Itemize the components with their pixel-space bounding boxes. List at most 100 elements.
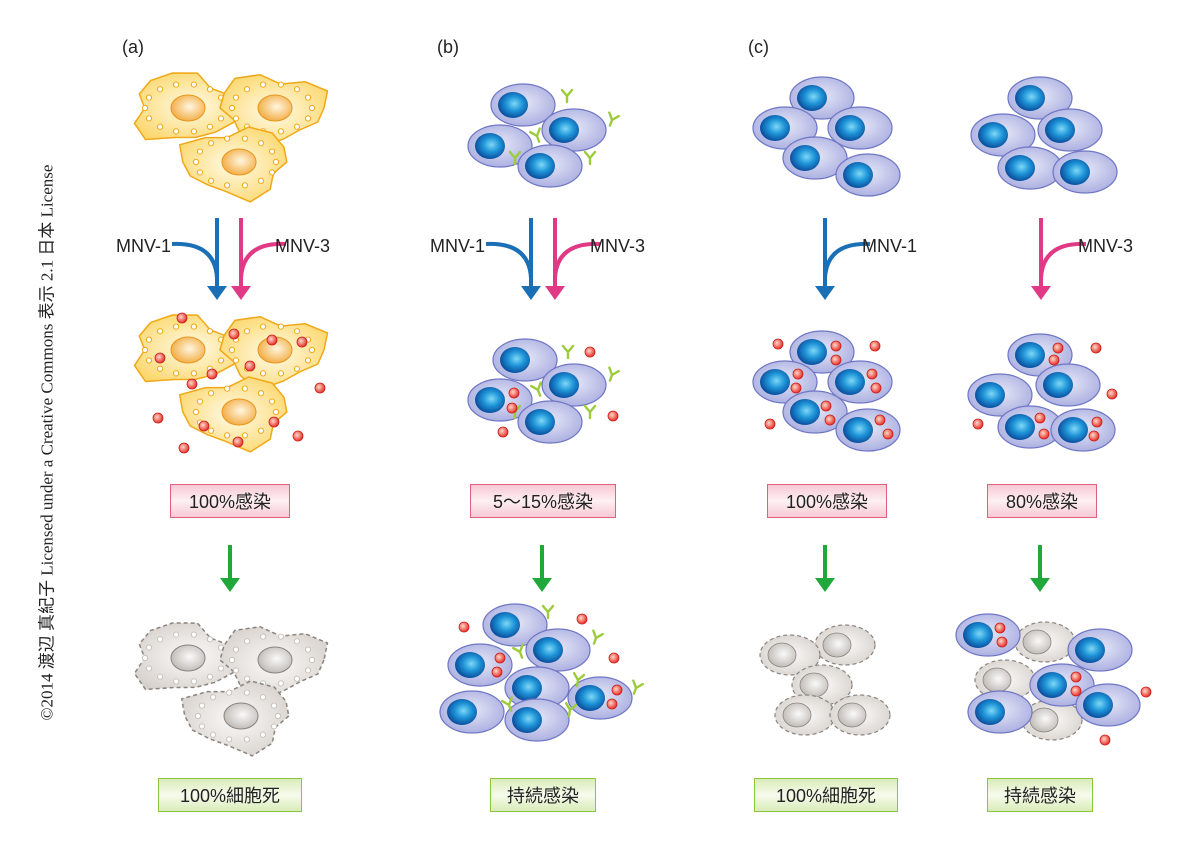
nucleus bbox=[549, 117, 579, 143]
vesicle bbox=[156, 673, 164, 680]
vesicle bbox=[141, 104, 149, 112]
nucleus bbox=[170, 644, 206, 672]
norovirus-particle bbox=[506, 402, 518, 414]
dead-b-cell bbox=[814, 624, 876, 666]
vesicle bbox=[156, 328, 164, 335]
vesicle bbox=[145, 357, 153, 364]
vesicle bbox=[223, 135, 231, 142]
antibody-shape bbox=[501, 696, 513, 712]
b-cell bbox=[490, 83, 556, 127]
norovirus-particle bbox=[198, 420, 210, 432]
green-arrow-3-head bbox=[1030, 578, 1050, 592]
norovirus-particle bbox=[576, 613, 588, 625]
vesicle bbox=[274, 712, 282, 720]
norovirus-particle bbox=[1091, 416, 1103, 428]
vesicle bbox=[217, 357, 225, 364]
vesicle bbox=[241, 432, 249, 439]
norovirus-particle bbox=[830, 340, 842, 352]
norovirus-particle bbox=[1034, 412, 1046, 424]
vesicle bbox=[304, 115, 312, 122]
norovirus-particle bbox=[491, 666, 503, 678]
vesicle bbox=[207, 140, 215, 147]
green-arrow-2-head bbox=[815, 578, 835, 592]
b-cell bbox=[967, 690, 1033, 734]
nucleus bbox=[257, 646, 293, 674]
mnv1-arrow-a-curve bbox=[171, 241, 219, 279]
nucleus bbox=[455, 652, 485, 678]
norovirus-particle bbox=[824, 414, 836, 426]
nucleus bbox=[221, 148, 257, 176]
vesicle bbox=[225, 736, 233, 743]
nucleus bbox=[1043, 372, 1073, 398]
b-cell bbox=[1035, 363, 1101, 407]
antibody-shape bbox=[560, 88, 574, 104]
vesicle bbox=[209, 731, 217, 738]
dead-b-cell bbox=[1014, 621, 1076, 663]
norovirus-particle bbox=[494, 652, 506, 664]
vesicle bbox=[145, 94, 153, 101]
vesicle bbox=[228, 104, 236, 112]
panel-label-a: (a) bbox=[122, 37, 144, 57]
norovirus-particle bbox=[820, 400, 832, 412]
nucleus bbox=[1060, 159, 1090, 185]
b-cell bbox=[1052, 150, 1118, 194]
norovirus-particle bbox=[186, 378, 198, 390]
vesicle bbox=[308, 346, 316, 354]
vesicle bbox=[156, 123, 164, 130]
vesicle bbox=[232, 667, 240, 674]
vesicle bbox=[268, 148, 276, 155]
norovirus-particle bbox=[792, 368, 804, 380]
nucleus bbox=[170, 94, 206, 122]
green-arrow-1-head bbox=[532, 578, 552, 592]
vesicle bbox=[270, 702, 278, 709]
vesicle bbox=[190, 370, 198, 377]
nucleus bbox=[500, 347, 530, 373]
nucleus bbox=[170, 336, 206, 364]
vesicle bbox=[217, 665, 225, 672]
vesicle bbox=[270, 723, 278, 730]
nucleus bbox=[498, 92, 528, 118]
norovirus-particle bbox=[1088, 430, 1100, 442]
vesicle bbox=[232, 357, 240, 364]
vesicle bbox=[145, 336, 153, 343]
b-cell bbox=[541, 363, 607, 407]
macrophage-cell bbox=[178, 376, 288, 453]
norovirus-particle bbox=[1070, 685, 1082, 697]
vesicle bbox=[304, 94, 312, 101]
antibody-shape bbox=[572, 672, 586, 688]
norovirus-particle bbox=[1099, 734, 1111, 746]
vesicle bbox=[308, 104, 316, 112]
nucleus bbox=[1045, 117, 1075, 143]
nucleus bbox=[221, 398, 257, 426]
label-mnv1-c: MNV-1 bbox=[862, 236, 918, 256]
vesicle bbox=[277, 633, 285, 640]
norovirus-particle bbox=[1090, 342, 1102, 354]
nucleus bbox=[835, 369, 865, 395]
norovirus-particle bbox=[772, 338, 784, 350]
vesicle bbox=[217, 115, 225, 122]
vesicle bbox=[243, 736, 251, 743]
nucleus bbox=[975, 382, 1005, 408]
nucleus bbox=[1037, 672, 1067, 698]
label-mnv3-a: MNV-3 bbox=[275, 236, 331, 256]
dead-b-cell bbox=[974, 659, 1036, 701]
norovirus-particle bbox=[296, 336, 308, 348]
antibody-icon bbox=[632, 679, 644, 695]
infection-rate-a: 100%感染 bbox=[170, 484, 290, 518]
vesicle bbox=[172, 370, 180, 377]
antibody-shape bbox=[583, 150, 597, 166]
antibody-icon bbox=[508, 150, 522, 166]
vesicle bbox=[207, 177, 215, 184]
nucleus bbox=[843, 162, 873, 188]
antibody-icon bbox=[512, 643, 524, 659]
b-cell bbox=[789, 76, 855, 120]
b-cell bbox=[525, 628, 591, 672]
antibody-shape bbox=[608, 111, 620, 127]
outcome-a: 100%細胞死 bbox=[158, 778, 302, 812]
nucleus bbox=[843, 417, 873, 443]
nucleus bbox=[447, 699, 477, 725]
vesicle bbox=[172, 81, 180, 88]
vesicle bbox=[293, 638, 301, 645]
nucleus bbox=[257, 94, 293, 122]
